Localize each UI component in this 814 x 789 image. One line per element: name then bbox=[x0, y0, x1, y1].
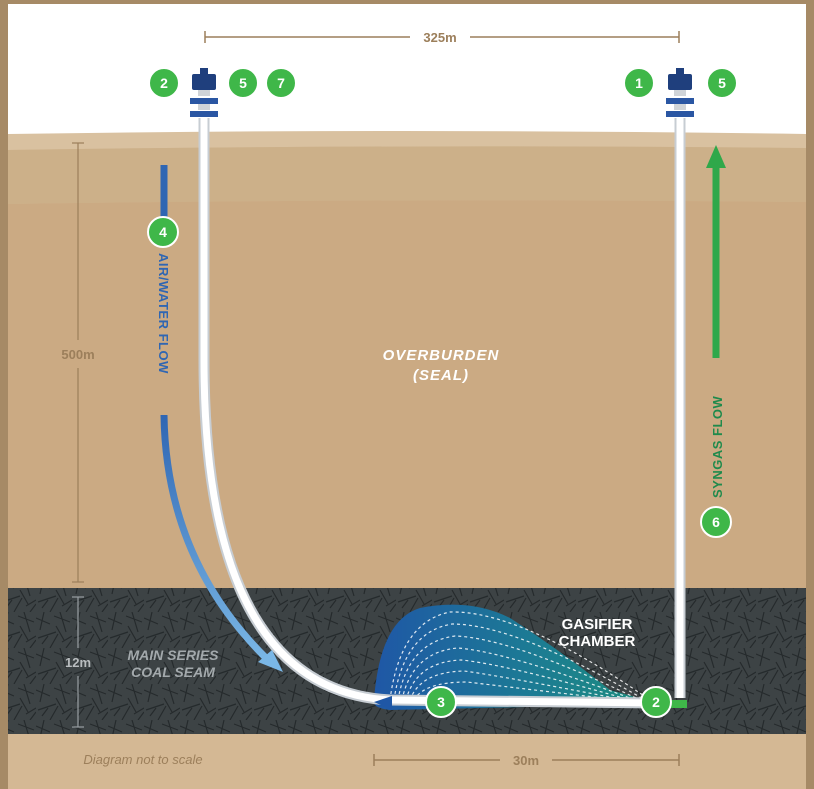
rock-band bbox=[8, 200, 806, 590]
svg-text:2: 2 bbox=[160, 75, 168, 91]
chamber-label-line2: CHAMBER bbox=[559, 633, 636, 650]
underburden-layer bbox=[8, 734, 806, 789]
svg-text:7: 7 bbox=[277, 75, 285, 91]
dimension-label-12m: 12m bbox=[65, 655, 91, 670]
dimension-label-325m: 325m bbox=[423, 30, 456, 45]
topsoil-band bbox=[8, 146, 806, 204]
chamber-label-line1: GASIFIER bbox=[562, 616, 633, 633]
svg-text:5: 5 bbox=[718, 75, 726, 91]
coal-label-line2: COAL SEAM bbox=[131, 664, 215, 680]
marker-chamber-left: 3 bbox=[425, 686, 457, 718]
marker-chamber-right: 2 bbox=[640, 686, 672, 718]
svg-text:3: 3 bbox=[437, 694, 445, 710]
chamber-flow-lines bbox=[389, 611, 651, 701]
footnote: Diagram not to scale bbox=[83, 752, 202, 767]
marker-right-well-1: 1 bbox=[623, 67, 655, 99]
production-flow-arrow: SYNGAS FLOW bbox=[706, 145, 726, 704]
injection-flow-label: AIR/WATER FLOW bbox=[156, 253, 171, 374]
dimension-500m: 500m bbox=[61, 142, 95, 583]
injection-well bbox=[198, 118, 661, 710]
production-flow-label: SYNGAS FLOW bbox=[710, 395, 725, 498]
marker-injection-flow: 4 bbox=[147, 216, 179, 248]
svg-text:4: 4 bbox=[159, 224, 167, 240]
dimension-label-500m: 500m bbox=[61, 347, 94, 362]
production-well bbox=[667, 118, 687, 708]
overburden-label-line1: OVERBURDEN bbox=[383, 347, 500, 364]
overburden-label-line2: (SEAL) bbox=[413, 367, 469, 384]
svg-text:5: 5 bbox=[239, 75, 247, 91]
marker-left-well-2: 5 bbox=[227, 67, 259, 99]
marker-production-flow: 6 bbox=[700, 506, 732, 538]
dimension-30m: 30m bbox=[373, 753, 680, 768]
coal-label-line1: MAIN SERIES bbox=[127, 647, 219, 663]
dimension-label-30m: 30m bbox=[513, 753, 539, 768]
dimension-12m: 12m bbox=[65, 596, 91, 728]
marker-right-well-2: 5 bbox=[706, 67, 738, 99]
gasifier-chamber: GASIFIER CHAMBER bbox=[373, 604, 660, 710]
wellhead-right bbox=[666, 68, 694, 117]
dimension-325m: 325m bbox=[204, 30, 680, 45]
injection-flow-arrow: AIR/WATER FLOW bbox=[156, 165, 283, 672]
marker-left-well-3: 7 bbox=[265, 67, 297, 99]
wellhead-left bbox=[190, 68, 218, 117]
marker-left-well-1: 2 bbox=[148, 67, 180, 99]
svg-text:1: 1 bbox=[635, 75, 643, 91]
svg-text:6: 6 bbox=[712, 514, 720, 530]
svg-text:2: 2 bbox=[652, 694, 660, 710]
